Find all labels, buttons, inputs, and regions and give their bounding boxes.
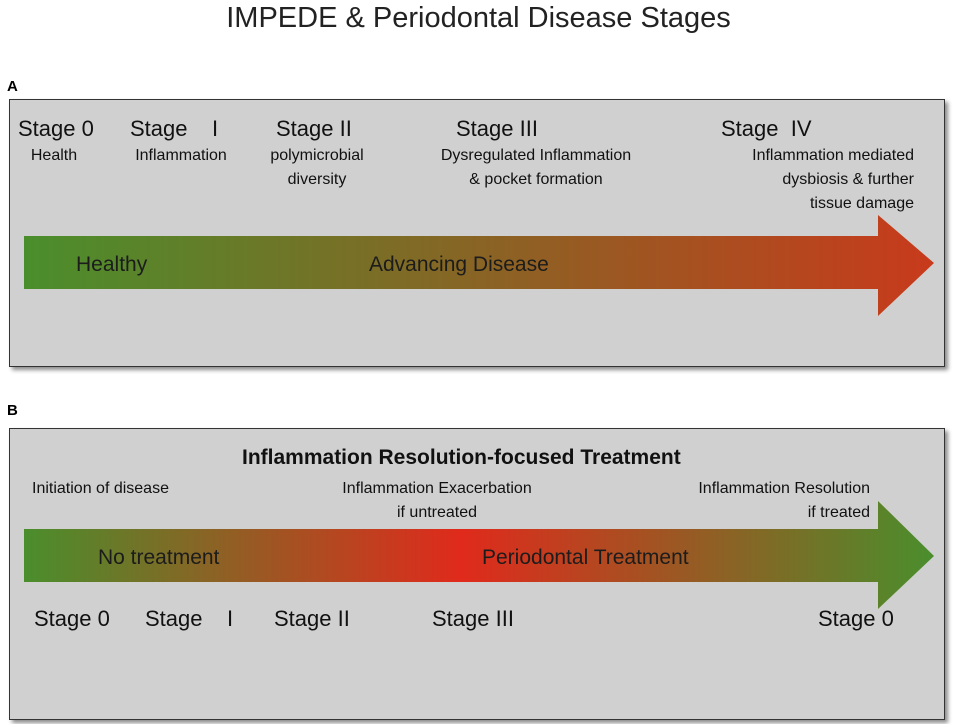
panel-b-arrow-treatment-label: Periodontal Treatment — [482, 546, 689, 569]
panel-a-stage-3-desc: Dysregulated Inflammation& pocket format… — [440, 147, 632, 188]
panel-b: Inflammation Resolution-focused Treatmen… — [9, 428, 945, 720]
panel-a-stage-3-label: Stage III — [456, 116, 538, 141]
panel-a-stage-1-label: Stage I — [130, 116, 219, 141]
panel-b-stage-0-end: Stage 0 — [818, 606, 894, 631]
panel-b-arrow-shape — [24, 501, 934, 609]
panel-a-stage-0-desc: Health — [30, 147, 78, 164]
panel-b-stage-3: Stage III — [432, 606, 514, 631]
panel-a-letter: A — [7, 78, 18, 95]
panel-a-arrow-healthy-label: Healthy — [76, 253, 148, 276]
panel-a-stage-0-label: Stage 0 — [18, 116, 94, 141]
panel-b-arrow-no-treatment-label: No treatment — [98, 546, 220, 569]
panel-b-treatment-arrow — [24, 501, 934, 609]
panel-a-arrow-shape — [24, 215, 934, 316]
panel-a-arrow-disease-label: Advancing Disease — [369, 253, 549, 276]
panel-b-stage-1: Stage I — [145, 606, 234, 631]
page-title: IMPEDE & Periodontal Disease Stages — [226, 2, 731, 34]
panel-b-letter: B — [7, 402, 18, 419]
panel-a-progression-arrow — [24, 215, 934, 316]
panel-b-stage-0: Stage 0 — [34, 606, 110, 631]
panel-a-stage-2-label: Stage II — [276, 116, 352, 141]
panel-b-heading: Inflammation Resolution-focused Treatmen… — [242, 446, 681, 469]
panel-b-phase-initiation: Initiation of disease — [32, 480, 169, 497]
panel-a-stage-4-label: Stage IV — [721, 116, 812, 141]
panel-b-stage-2: Stage II — [274, 606, 350, 631]
panel-a-stage-1-desc: Inflammation — [135, 147, 227, 164]
panel-a: Stage 0 Health Stage I Inflammation Stag… — [9, 99, 945, 367]
